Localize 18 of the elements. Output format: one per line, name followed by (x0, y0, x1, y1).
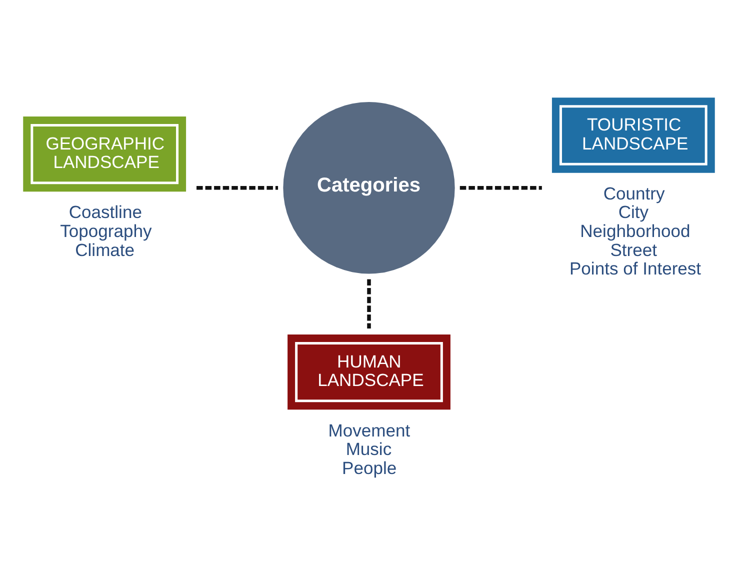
node-label: Points of Interest (570, 258, 702, 279)
connector (367, 279, 371, 329)
connector (460, 186, 542, 190)
node-label: Country (603, 183, 665, 204)
node-label: Music (346, 439, 392, 460)
node-label: Topography (60, 221, 152, 241)
node-circle: Categories (283, 102, 455, 274)
node-box: GEOGRAPHIC LANDSCAPE (23, 116, 186, 192)
node-label: People (342, 458, 397, 478)
node-box: TOURISTIC LANDSCAPE (552, 98, 715, 173)
node-label: Coastline (68, 202, 142, 222)
node-label: Street (610, 240, 658, 260)
node-label: Neighborhood (580, 221, 690, 241)
node-label: Movement (328, 420, 410, 440)
node-label: City (618, 202, 649, 222)
node-label: Climate (75, 240, 135, 260)
connector (196, 186, 278, 190)
node-box: HUMAN LANDSCAPE (288, 334, 450, 410)
